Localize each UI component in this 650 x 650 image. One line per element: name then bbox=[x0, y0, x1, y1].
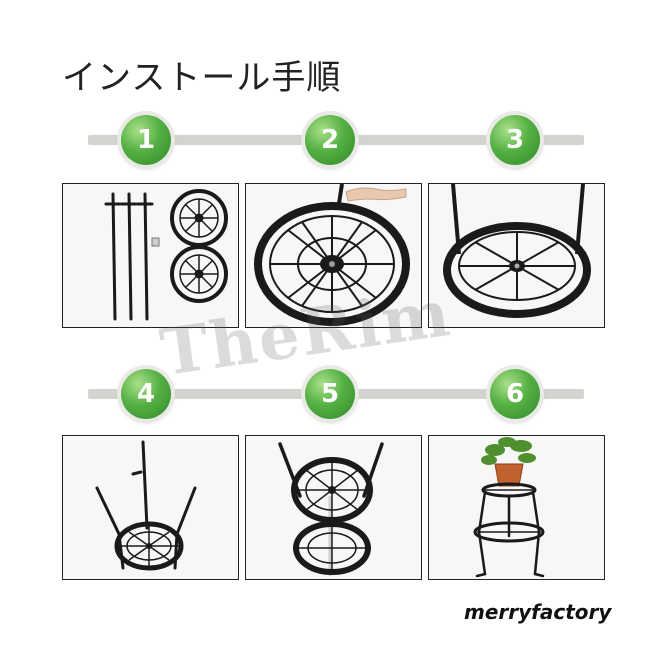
step-badge-2: 2 bbox=[305, 115, 355, 165]
page-title: インストール手順 bbox=[62, 58, 342, 98]
brand-logo-text: merryfactory bbox=[464, 600, 612, 624]
step-image-2 bbox=[245, 183, 422, 328]
step-image-3 bbox=[428, 183, 605, 328]
step-image-1 bbox=[62, 183, 239, 328]
step-image-6 bbox=[428, 435, 605, 580]
step-badge-3: 3 bbox=[490, 115, 540, 165]
step-image-5 bbox=[245, 435, 422, 580]
step-badge-6: 6 bbox=[490, 369, 540, 419]
step-badge-5: 5 bbox=[305, 369, 355, 419]
step-image-4 bbox=[62, 435, 239, 580]
step-badge-1: 1 bbox=[121, 115, 171, 165]
step-badge-4: 4 bbox=[121, 369, 171, 419]
